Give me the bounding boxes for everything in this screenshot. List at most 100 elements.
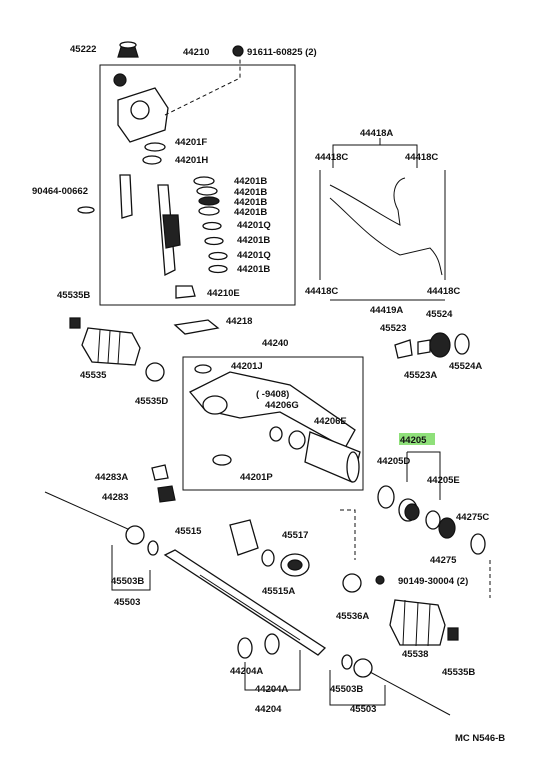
boot-45538[interactable]	[389, 599, 446, 647]
label-90149[interactable]: 90149-30004 (2)	[398, 576, 468, 587]
pressure-pipe-lower[interactable]	[329, 197, 443, 276]
label-45503B-2[interactable]: 45503B	[330, 684, 363, 695]
label-45535B-1[interactable]: 45535B	[57, 290, 90, 301]
label-44201Q-1[interactable]: 44201Q	[237, 220, 271, 231]
bushing-45517[interactable]	[280, 553, 310, 577]
ring-44204A-1[interactable]	[237, 637, 253, 659]
bushing-45524[interactable]	[429, 332, 470, 358]
label-9408[interactable]: ( -9408)	[256, 389, 289, 400]
ring-44206E[interactable]	[288, 430, 306, 450]
nut-45503B[interactable]	[341, 654, 353, 670]
label-44283[interactable]: 44283	[102, 492, 128, 503]
rack-housing-frame	[182, 356, 364, 491]
label-44206E[interactable]: 44206E	[314, 416, 347, 427]
rack-44204[interactable]	[163, 549, 327, 656]
ring-44204A-2[interactable]	[264, 633, 280, 655]
label-45503B-1[interactable]: 45503B	[111, 576, 144, 587]
bushing-44201J[interactable]	[194, 364, 212, 374]
control-valve-housing[interactable]	[113, 73, 169, 165]
label-44205E[interactable]: 44205E	[427, 475, 460, 486]
label-44418C-3[interactable]: 44418C	[305, 286, 338, 297]
label-44218[interactable]: 44218	[226, 316, 252, 327]
bracket-45523[interactable]	[394, 339, 413, 359]
gasket-44218[interactable]	[173, 319, 220, 335]
label-44201B-6[interactable]: 44201B	[237, 264, 270, 275]
clip-45535B[interactable]	[69, 317, 81, 329]
tie-rod-left-45503[interactable]	[44, 491, 159, 556]
label-44201B-5[interactable]: 44201B	[237, 235, 270, 246]
nut-44210E[interactable]	[175, 285, 196, 299]
label-45538[interactable]: 45538	[402, 649, 428, 660]
label-45517[interactable]: 45517	[282, 530, 308, 541]
seal-44205E[interactable]	[425, 510, 441, 530]
label-44240[interactable]: 44240	[262, 338, 288, 349]
label-44205D[interactable]: 44205D	[377, 456, 410, 467]
label-44201P[interactable]: 44201P	[240, 472, 273, 483]
rack-guide-44205[interactable]	[398, 498, 420, 522]
bushing-44201P[interactable]	[212, 454, 232, 466]
seal-rings-stack[interactable]	[193, 176, 228, 274]
label-44206G[interactable]: 44206G	[265, 400, 299, 411]
clamp-45535D[interactable]	[145, 362, 165, 382]
label-44201B-3[interactable]: 44201B	[234, 197, 267, 208]
label-44201B-2[interactable]: 44201B	[234, 187, 267, 198]
label-90464[interactable]: 90464-00662	[32, 186, 88, 197]
label-44201B-4[interactable]: 44201B	[234, 207, 267, 218]
o-ring-44275C[interactable]	[470, 533, 486, 555]
label-45535B-2[interactable]: 45535B	[442, 667, 475, 678]
label-45535[interactable]: 45535	[80, 370, 107, 381]
label-44418C-4[interactable]: 44418C	[427, 286, 460, 297]
label-44201H[interactable]: 44201H	[175, 155, 208, 166]
label-45523[interactable]: 45523	[380, 323, 406, 334]
label-44205[interactable]: 44205	[400, 435, 427, 446]
rack-housing-44240[interactable]	[188, 371, 361, 483]
spring-45523A[interactable]	[417, 339, 431, 355]
ring-44206G[interactable]	[269, 426, 283, 442]
tie-rod-right-45503[interactable]	[353, 658, 451, 716]
label-45523A[interactable]: 45523A	[404, 370, 437, 381]
label-45535D[interactable]: 45535D	[135, 396, 168, 407]
label-44419A[interactable]: 44419A	[370, 305, 403, 316]
label-44210[interactable]: 44210	[183, 47, 209, 58]
bearing-45515[interactable]	[229, 519, 259, 556]
diagram-code: MC N546-B	[455, 733, 505, 744]
spacer-44275[interactable]	[438, 517, 456, 539]
sensor-90464[interactable]	[77, 174, 133, 219]
label-45503-2[interactable]: 45503	[350, 704, 376, 715]
dust-seal-45222[interactable]	[117, 41, 139, 58]
valve-shaft[interactable]	[157, 184, 181, 277]
label-44201F[interactable]: 44201F	[175, 137, 207, 148]
screw-90149[interactable]	[375, 575, 385, 585]
label-44275[interactable]: 44275	[430, 555, 457, 566]
label-44204A-2[interactable]: 44204A	[255, 684, 288, 695]
label-45536A[interactable]: 45536A	[336, 611, 369, 622]
clip-45536A[interactable]	[342, 573, 362, 593]
label-44283A[interactable]: 44283A	[95, 472, 128, 483]
label-45503-1[interactable]: 45503	[114, 597, 140, 608]
label-45515A[interactable]: 45515A	[262, 586, 295, 597]
label-91611[interactable]: 91611-60825 (2)	[247, 47, 317, 58]
label-44210E[interactable]: 44210E	[207, 288, 240, 299]
label-45524[interactable]: 45524	[426, 309, 453, 320]
label-44201Q-2[interactable]: 44201Q	[237, 250, 271, 261]
label-45515[interactable]: 45515	[175, 526, 202, 537]
label-44204[interactable]: 44204	[255, 704, 282, 715]
label-45524A[interactable]: 45524A	[449, 361, 482, 372]
label-45222[interactable]: 45222	[70, 44, 96, 55]
label-44201B-1[interactable]: 44201B	[234, 176, 267, 187]
bolt-icon	[232, 45, 244, 57]
label-44418C-2[interactable]: 44418C	[405, 152, 438, 163]
boot-45535[interactable]	[81, 327, 141, 366]
label-44204A-1[interactable]: 44204A	[230, 666, 263, 677]
label-44418C-1[interactable]: 44418C	[315, 152, 348, 163]
label-44275C[interactable]: 44275C	[456, 512, 489, 523]
ring-45515A[interactable]	[261, 549, 275, 567]
label-44418A[interactable]: 44418A	[360, 128, 393, 139]
nut-44283A[interactable]	[151, 464, 169, 481]
nut-44283[interactable]	[157, 485, 176, 503]
pressure-pipe-upper[interactable]	[329, 177, 406, 226]
o-ring-44205D[interactable]	[377, 485, 395, 509]
clip-45535B-lower[interactable]	[447, 627, 459, 641]
label-44201J[interactable]: 44201J	[231, 361, 263, 372]
